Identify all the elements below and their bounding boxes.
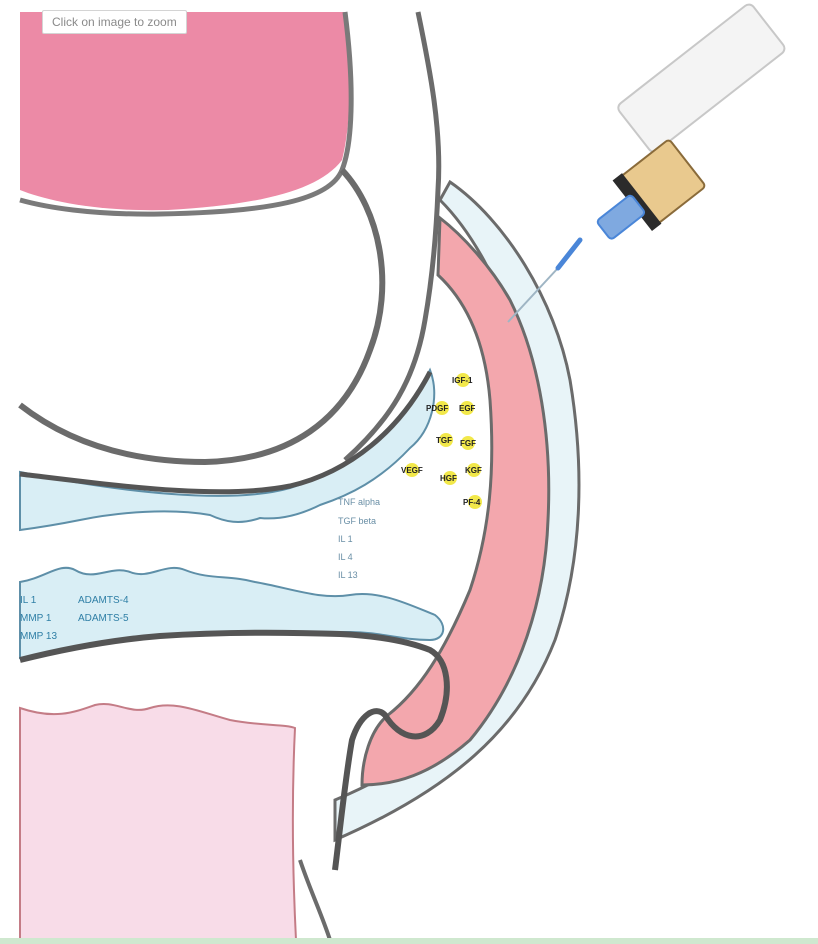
gf-label-tgf: TGF [436,436,452,445]
gf-label-hgf: HGF [440,474,457,483]
syringe-icon [558,2,787,268]
gf-label-fgf: FGF [460,439,476,448]
tibia-shaft-outline [300,860,330,940]
cytokine-label: TGF beta [338,516,376,526]
cytokine-label: TNF alpha [338,497,380,507]
syringe-needle [558,240,580,268]
enzyme-label: IL 1 [20,595,37,606]
enzyme-label: MMP 1 [20,613,52,624]
gf-label-igf1: IGF-1 [452,376,473,385]
cytokine-label: IL 13 [338,570,358,580]
syringe-barrel [616,2,787,154]
enzyme-label: MMP 13 [20,631,57,642]
gf-label-egf: EGF [459,404,476,413]
enzyme-label: ADAMTS-5 [78,613,129,624]
zoom-hint-button[interactable]: Click on image to zoom [42,10,187,34]
tibia-marrow [20,704,296,940]
gf-label-kgf: KGF [465,466,482,475]
cytokine-label: IL 4 [338,552,353,562]
gf-label-pdgf: PDGF [426,404,448,413]
gf-label-vegf: VEGF [401,466,423,475]
bottom-strip [0,938,818,944]
enzyme-label: ADAMTS-4 [78,595,129,606]
cytokine-label: IL 1 [338,534,353,544]
femur-marrow [20,12,350,210]
gf-label-pf4: PF-4 [463,498,481,507]
